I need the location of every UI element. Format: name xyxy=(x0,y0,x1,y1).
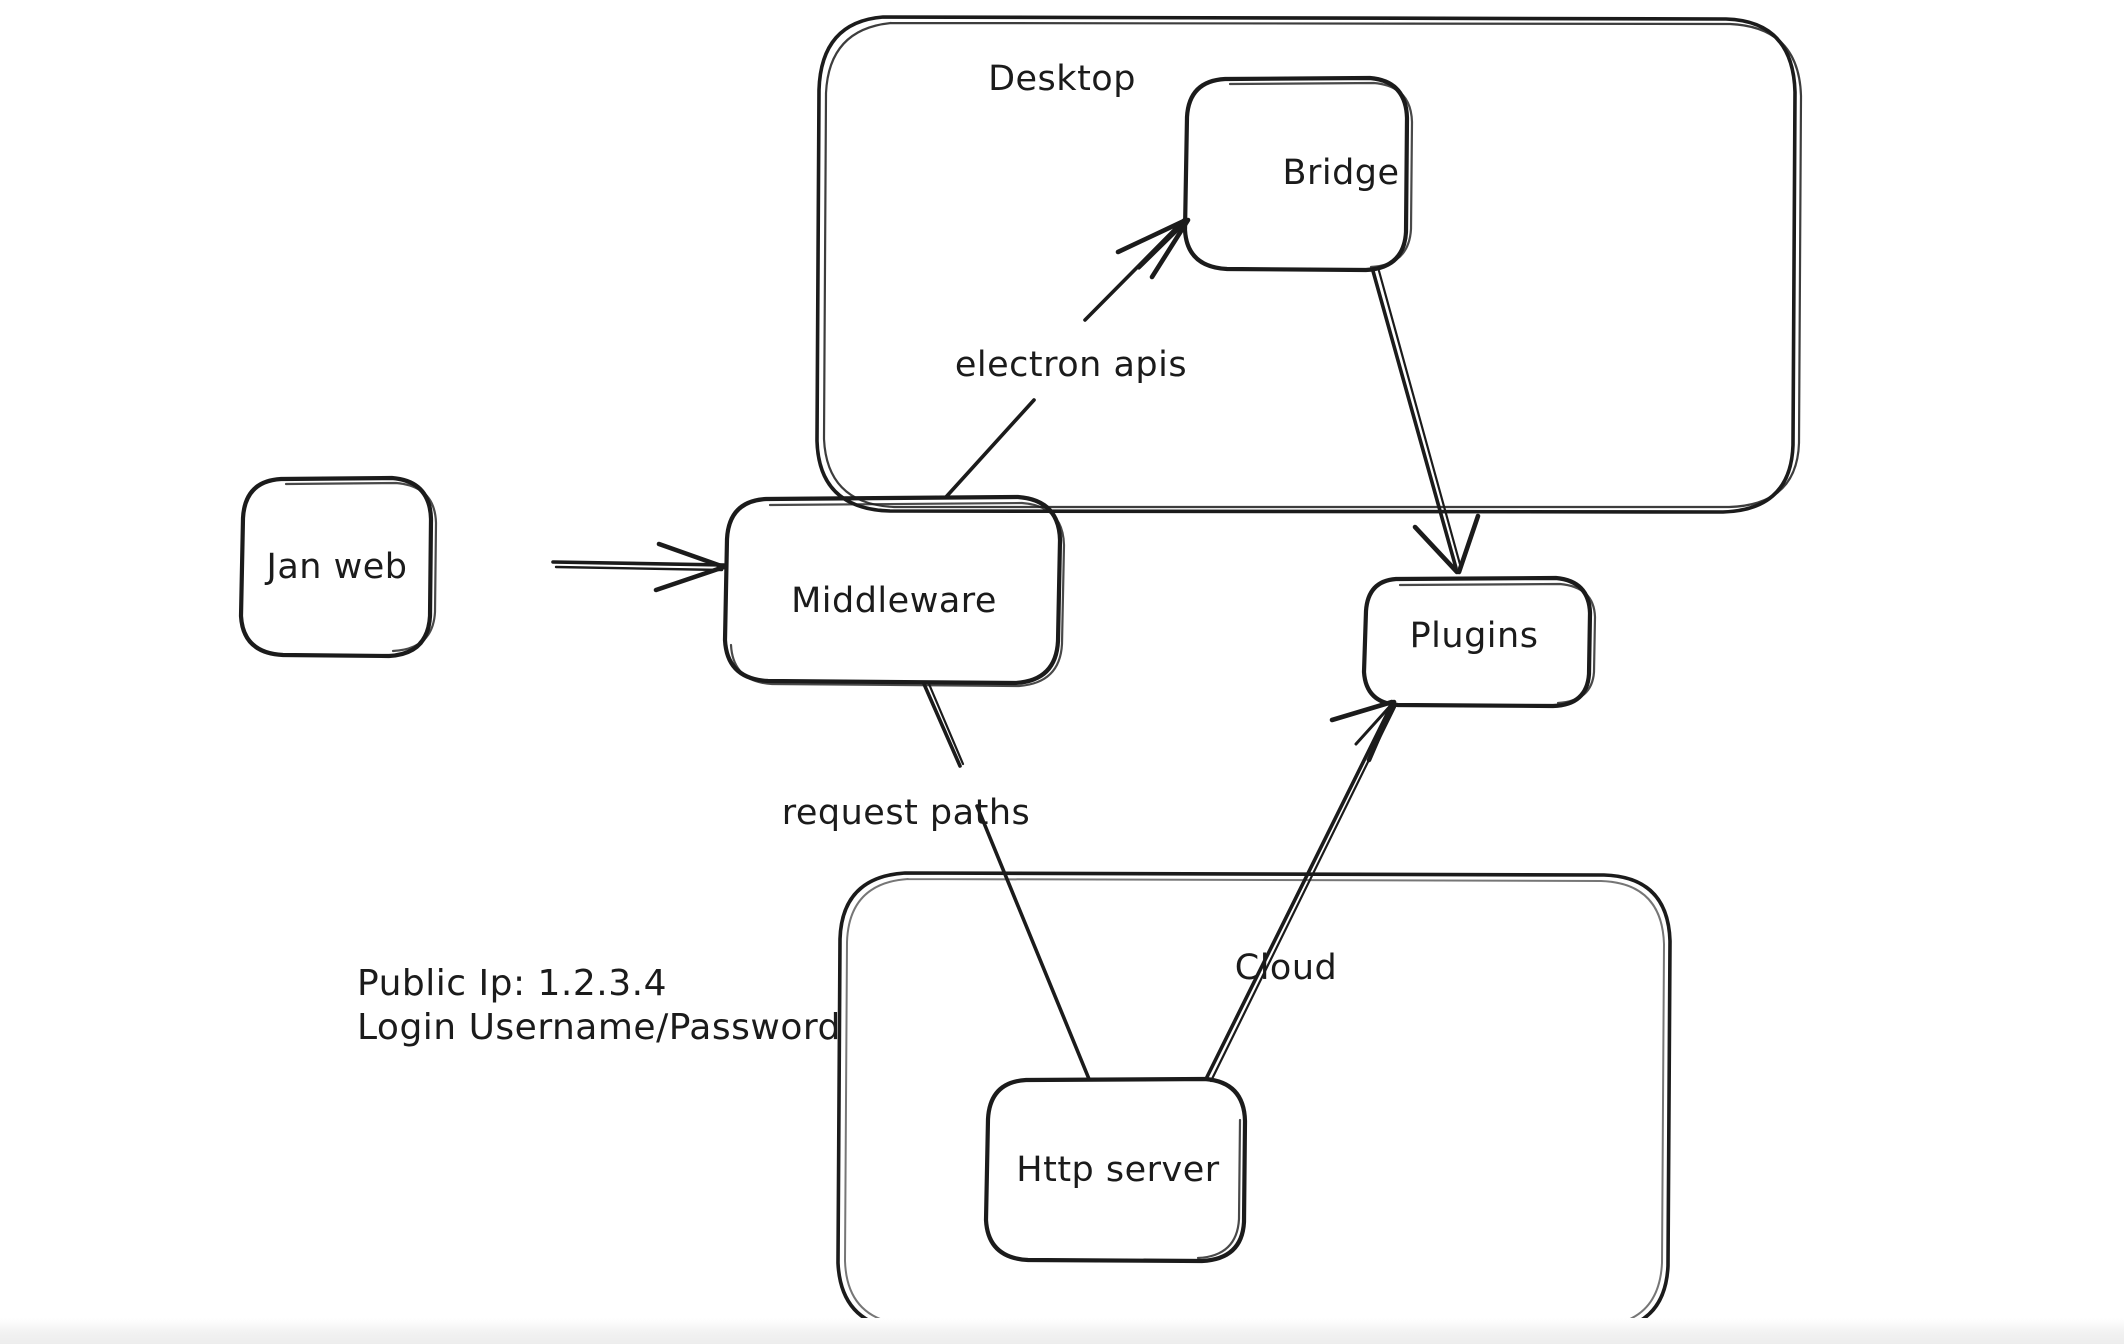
notes-block: Public Ip: 1.2.3.4 Login Username/Passwo… xyxy=(357,962,841,1050)
edge-jan-web-to-middleware xyxy=(551,541,727,593)
node-bridge[interactable] xyxy=(1185,78,1407,270)
node-middleware[interactable] xyxy=(724,497,1060,683)
node-http-server-outline xyxy=(983,1076,1248,1264)
edge-middleware-to-bridge xyxy=(944,217,1191,499)
node-http-server[interactable] xyxy=(984,1079,1246,1262)
node-jan-web-outline xyxy=(238,475,438,659)
edge-http-server-to-plugins xyxy=(1204,699,1397,1083)
node-label-http-server[interactable]: Http server xyxy=(1016,1150,1220,1190)
node-label-middleware[interactable]: Middleware xyxy=(791,581,997,621)
group-cloud-outline xyxy=(836,871,1672,1333)
note-login-credentials: Login Username/Password xyxy=(357,1006,841,1048)
node-label-jan-web[interactable]: Jan web xyxy=(266,547,408,587)
node-bridge-outline xyxy=(1182,75,1414,273)
bottom-edge-band xyxy=(0,1318,2124,1344)
group-desktop-outline xyxy=(815,15,1803,514)
node-label-bridge[interactable]: Bridge xyxy=(1282,153,1400,193)
edge-middleware-to-http-server xyxy=(922,682,1091,1081)
edge-bridge-to-plugins xyxy=(1371,269,1481,575)
node-middleware-outline xyxy=(722,494,1066,688)
edge-label-cloud: Cloud xyxy=(1234,948,1338,988)
group-label-desktop: Desktop xyxy=(988,59,1136,99)
node-plugins[interactable] xyxy=(1364,578,1589,706)
edge-label-request-paths: request paths xyxy=(781,793,1031,833)
note-public-ip: Public Ip: 1.2.3.4 xyxy=(357,963,667,1004)
node-label-plugins[interactable]: Plugins xyxy=(1409,616,1539,656)
edge-label-electron-apis: electron apis xyxy=(954,345,1188,385)
node-jan-web[interactable] xyxy=(241,478,431,656)
node-plugins-outline xyxy=(1361,575,1597,709)
